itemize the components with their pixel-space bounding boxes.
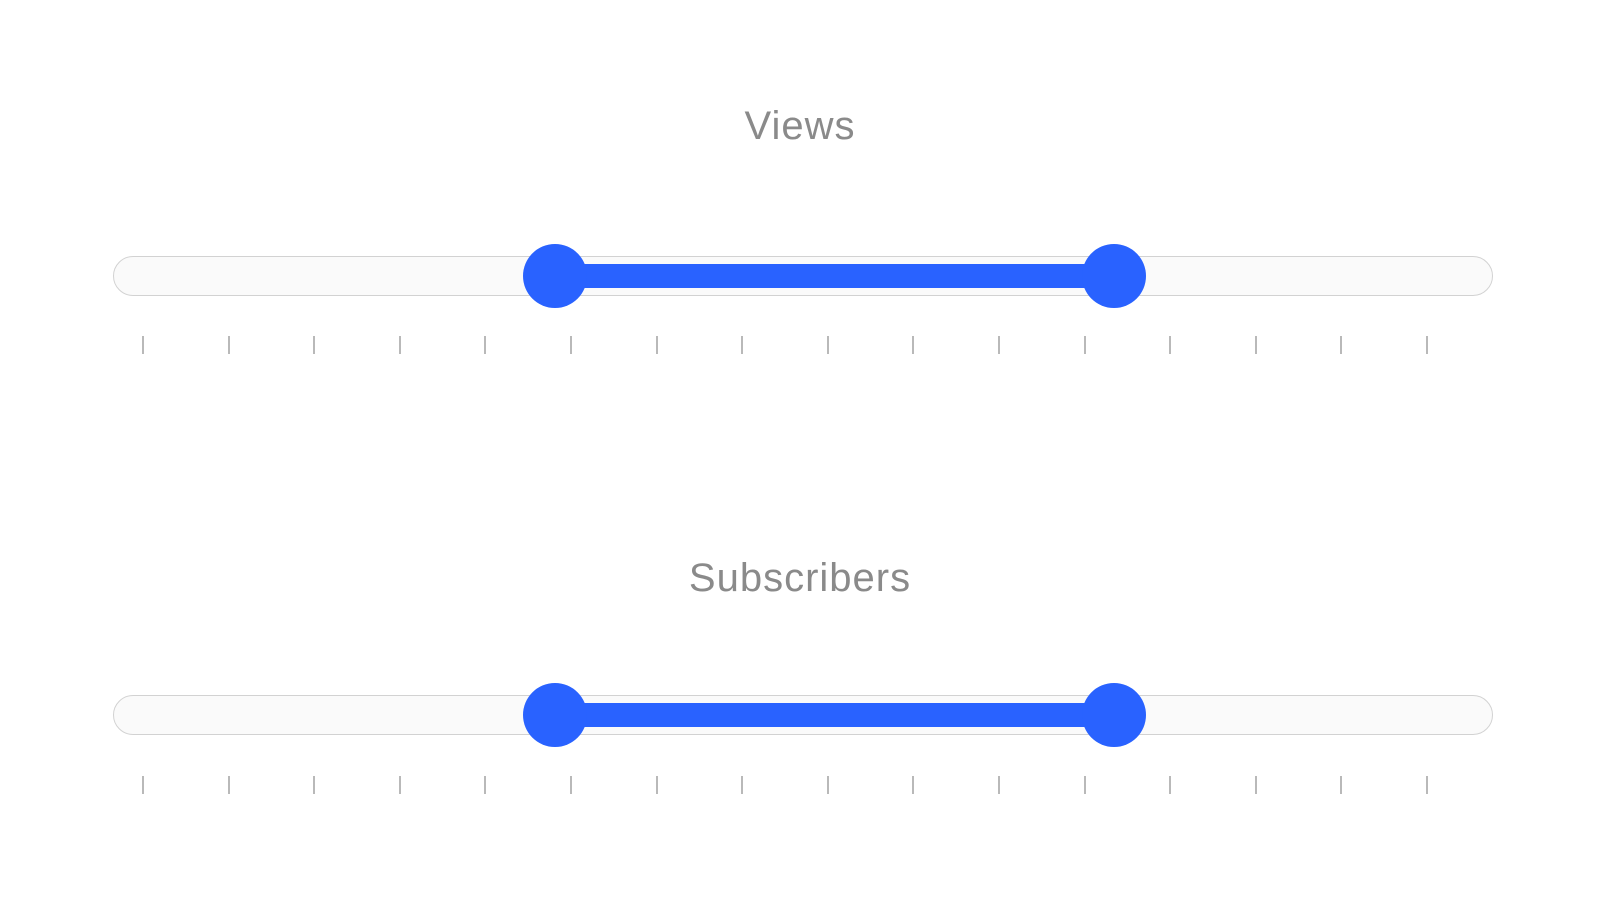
slider-tick [398,776,401,794]
slider-tick [1083,336,1086,354]
slider-tick [313,336,316,354]
slider-tick [1426,776,1428,794]
slider-tick [1340,336,1343,354]
slider-tick [227,776,230,794]
slider-tick [912,776,915,794]
slider-tick [313,776,316,794]
slider-tick [398,336,401,354]
slider-tick [484,776,487,794]
slider-tick [1426,336,1428,354]
slider-tick [741,336,744,354]
views-slider-ticks [0,336,1600,354]
slider-tick [826,336,829,354]
subscribers-slider-min-thumb[interactable] [522,683,587,747]
slider-tick [826,776,829,794]
subscribers-slider-range-fill [554,703,1114,727]
slider-tick [484,336,487,354]
slider-tick [1254,336,1257,354]
slider-tick [1340,776,1343,794]
views-slider-min-thumb[interactable] [522,244,587,308]
slider-tick [570,776,572,794]
slider-tick [912,336,915,354]
slider-tick [142,776,144,794]
slider-tick [1083,776,1086,794]
slider-tick [227,336,230,354]
slider-tick [741,776,744,794]
subscribers-slider-title: Subscribers [688,556,912,600]
subscribers-slider-max-thumb[interactable] [1081,683,1146,747]
slider-tick [998,336,1000,354]
slider-tick [1254,776,1257,794]
slider-tick [1169,336,1172,354]
slider-tick [1169,776,1172,794]
slider-tick [142,336,144,354]
slider-tick [570,336,572,354]
slider-tick [655,336,658,354]
slider-tick [655,776,658,794]
views-slider-range-fill [554,264,1114,288]
views-slider-max-thumb[interactable] [1081,244,1146,308]
subscribers-slider-ticks [0,776,1600,794]
slider-tick [998,776,1000,794]
views-slider-title: Views [744,104,856,148]
